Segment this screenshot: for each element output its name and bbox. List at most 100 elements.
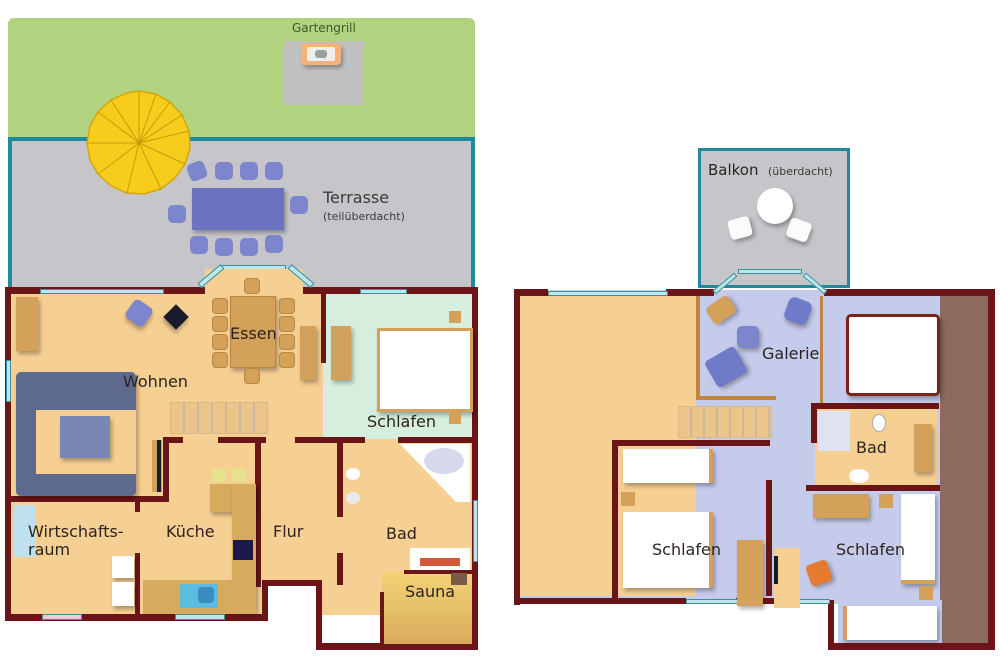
dining-chair bbox=[279, 298, 295, 314]
wall bbox=[811, 403, 817, 443]
dining-chair bbox=[212, 334, 228, 350]
dresser bbox=[813, 494, 869, 518]
schlafen-right-label: Schlafen bbox=[836, 540, 905, 559]
wall bbox=[337, 553, 343, 585]
wall bbox=[255, 437, 261, 587]
wall bbox=[666, 289, 714, 296]
window bbox=[40, 289, 164, 294]
kueche-label: Küche bbox=[166, 522, 215, 541]
wirtschaftsraum-label-2: raum bbox=[28, 540, 71, 559]
curtain-divider bbox=[820, 296, 823, 403]
umbrella-icon bbox=[86, 90, 191, 195]
railing bbox=[696, 396, 776, 400]
wall bbox=[828, 643, 995, 650]
nightstand bbox=[919, 586, 933, 600]
terrace-label: Terrasse bbox=[323, 188, 390, 207]
bar-stool bbox=[212, 468, 226, 482]
terrace-chair bbox=[215, 238, 233, 256]
wall bbox=[135, 553, 140, 617]
terrace-chair bbox=[265, 235, 283, 253]
window bbox=[473, 500, 478, 562]
wall bbox=[811, 403, 939, 409]
washbasin bbox=[410, 548, 470, 570]
bathtub-basin bbox=[424, 448, 464, 474]
wall bbox=[398, 437, 476, 443]
bar-stool bbox=[232, 468, 246, 482]
wall bbox=[514, 289, 548, 296]
wall bbox=[766, 480, 772, 596]
terrace-table bbox=[192, 188, 284, 230]
exterior-cutout-lower bbox=[0, 620, 318, 667]
grill-icon bbox=[301, 43, 341, 65]
dining-chair bbox=[279, 316, 295, 332]
lamp-icon bbox=[774, 556, 778, 584]
single-bed bbox=[901, 494, 935, 584]
stove-icon bbox=[233, 540, 253, 560]
window bbox=[6, 360, 11, 402]
bath-cabinet bbox=[914, 424, 932, 472]
kitchen-sink-icon bbox=[180, 584, 218, 608]
dryer bbox=[112, 582, 134, 606]
terrace-chair bbox=[168, 205, 186, 223]
wall bbox=[316, 580, 322, 649]
wall bbox=[612, 440, 618, 604]
upper-cutout bbox=[514, 604, 832, 667]
bad-ground-label: Bad bbox=[386, 524, 417, 543]
schlafen-ground-label: Schlafen bbox=[367, 412, 436, 431]
garden-area bbox=[8, 18, 475, 143]
double-bed bbox=[377, 328, 473, 412]
railing bbox=[696, 296, 700, 400]
wall bbox=[404, 570, 472, 574]
wall bbox=[828, 600, 834, 650]
wall bbox=[806, 485, 940, 491]
single-bed bbox=[623, 449, 713, 483]
window bbox=[738, 269, 802, 274]
dining-chair bbox=[212, 352, 228, 368]
wardrobe bbox=[737, 540, 763, 606]
wall bbox=[5, 614, 267, 621]
wall bbox=[824, 289, 994, 296]
terrace-chair bbox=[265, 162, 283, 180]
wohnen-label: Wohnen bbox=[123, 372, 188, 391]
balcony-sublabel: (überdacht) bbox=[768, 165, 833, 178]
cabinet bbox=[16, 297, 38, 351]
wall bbox=[321, 293, 326, 363]
tv-icon bbox=[157, 440, 161, 492]
dining-table bbox=[230, 296, 276, 368]
wall bbox=[514, 289, 520, 605]
coffee-table bbox=[60, 416, 110, 458]
terrace-chair bbox=[190, 236, 208, 254]
dining-chair bbox=[279, 334, 295, 350]
wall bbox=[5, 287, 11, 620]
dining-chair bbox=[279, 352, 295, 368]
balcony-label: Balkon bbox=[708, 161, 759, 179]
bad-upper-label: Bad bbox=[856, 438, 887, 457]
terrace-chair bbox=[240, 162, 258, 180]
dining-chair bbox=[212, 298, 228, 314]
balcony-area bbox=[698, 148, 850, 288]
washing-machine bbox=[112, 556, 134, 578]
dining-chair bbox=[244, 368, 260, 384]
wall bbox=[262, 580, 320, 586]
single-bed bbox=[843, 606, 937, 640]
wall bbox=[988, 289, 995, 649]
sideboard bbox=[300, 326, 316, 380]
desk bbox=[774, 548, 800, 608]
wall bbox=[380, 592, 384, 646]
staircase bbox=[170, 402, 268, 434]
balcony-table bbox=[757, 188, 793, 224]
wall bbox=[5, 496, 169, 502]
bidet-icon bbox=[346, 492, 360, 504]
garden-grill-label: Gartengrill bbox=[292, 21, 356, 35]
shower-icon bbox=[818, 411, 850, 451]
window bbox=[175, 614, 225, 620]
wall bbox=[337, 437, 343, 517]
sauna-label: Sauna bbox=[405, 582, 456, 601]
nightstand bbox=[449, 412, 461, 424]
window bbox=[686, 599, 738, 604]
wall bbox=[316, 643, 478, 650]
schlafen-left-label: Schlafen bbox=[652, 540, 721, 559]
roof-slope bbox=[940, 296, 988, 644]
footstool bbox=[737, 326, 759, 348]
wardrobe bbox=[331, 326, 351, 380]
